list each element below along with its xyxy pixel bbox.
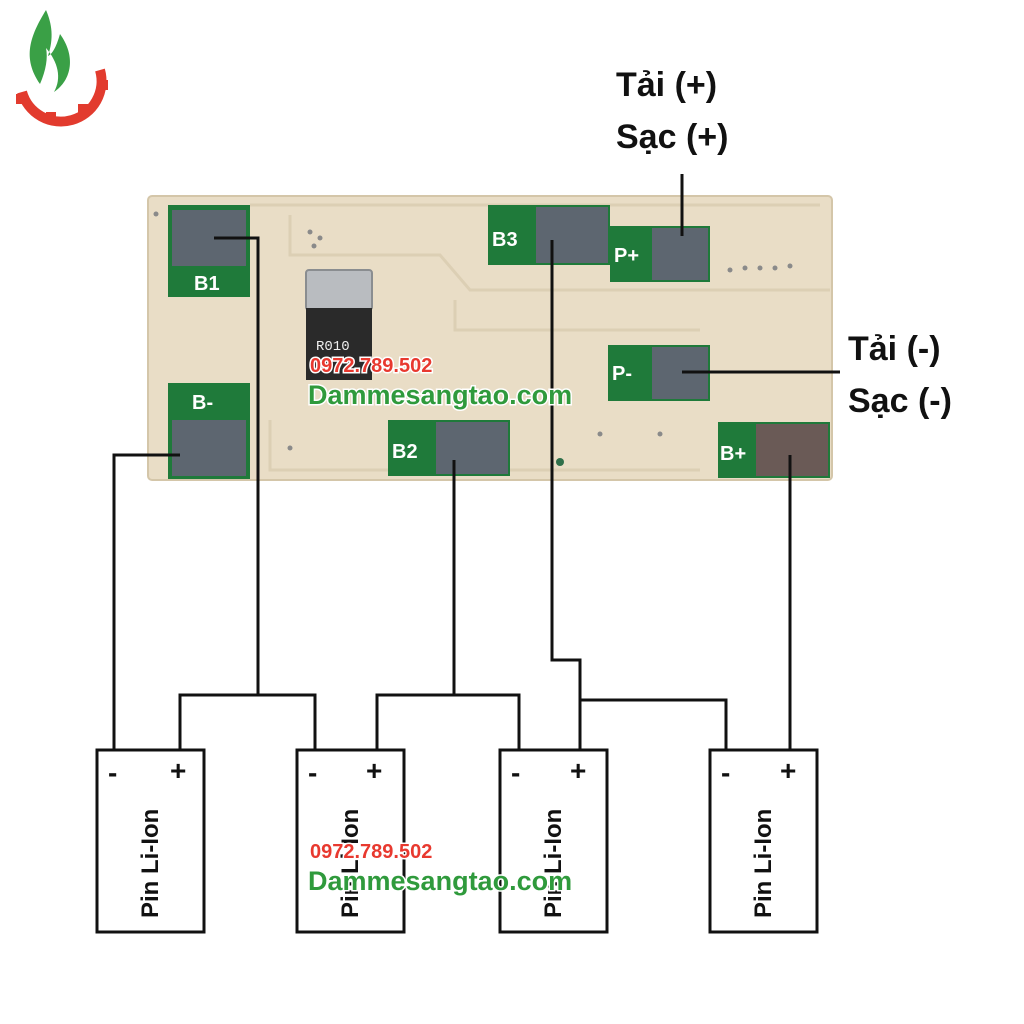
charge-plus-label: Sạc (+) (616, 118, 728, 156)
load-minus-label: Tải (-) (848, 330, 941, 368)
watermark-bottom: 0972.789.502 Dammesangtao.com (307, 840, 574, 898)
wire-b-minus (112, 453, 180, 750)
cell-3-minus: - (511, 757, 520, 788)
battery-cell-3: - + Pin Li-Ion (498, 748, 609, 934)
wire-b3 (550, 240, 582, 750)
pad-p-plus-label: P+ (614, 245, 639, 267)
output-labels: Tải (+) Sạc (+) Tải (-) Sạc (-) (616, 66, 952, 420)
cell-1-label: Pin Li-Ion (137, 809, 164, 918)
pad-b-minus-label: B- (192, 392, 213, 414)
pad-b3: B3 (488, 205, 610, 265)
pad-b-plus: B+ (718, 422, 830, 478)
cell-4-label: Pin Li-Ion (750, 809, 777, 918)
charge-minus-label: Sạc (-) (848, 382, 952, 420)
cell-3-plus: + (570, 755, 586, 786)
watermark-phone-bottom: 0972.789.502 (310, 841, 432, 863)
watermark-phone-top: 0972.789.502 (310, 355, 432, 377)
battery-cell-2: - + Pin Li-Ion (295, 748, 406, 934)
pad-p-minus-label: P- (612, 363, 632, 385)
wiring (112, 174, 840, 750)
watermark-top: 0972.789.502 Dammesangtao.com (307, 354, 574, 412)
wire-b1-cell2 (258, 693, 317, 750)
wire-b2 (375, 460, 456, 750)
pad-b2: B2 (388, 420, 510, 476)
watermark-site-top: Dammesangtao.com (308, 380, 572, 410)
pcb-vias (153, 211, 793, 466)
watermark-site-bottom: Dammesangtao.com (308, 866, 572, 896)
battery-cell-1: - + Pin Li-Ion (95, 748, 206, 934)
flame-gear-logo-icon (16, 10, 108, 127)
cell-1-plus: + (170, 755, 186, 786)
load-plus-label: Tải (+) (616, 66, 717, 104)
shunt-resistor: R010 (305, 269, 373, 380)
cell-1-minus: - (108, 757, 117, 788)
cell-3-label: Pin Li-Ion (540, 809, 567, 918)
wire-b2-cell3 (454, 693, 521, 750)
pad-p-plus: P+ (610, 226, 710, 282)
resistor-code: R010 (316, 339, 350, 355)
cell-2-minus: - (308, 757, 317, 788)
wire-b3-cell4 (580, 698, 728, 750)
pad-b1: B1 (168, 205, 250, 297)
cell-4-plus: + (780, 755, 796, 786)
battery-cell-4: - + Pin Li-Ion (708, 748, 819, 934)
pad-b2-label: B2 (392, 441, 418, 463)
pad-b-minus: B- (168, 383, 250, 479)
pad-b3-label: B3 (492, 229, 518, 251)
cell-2-plus: + (366, 755, 382, 786)
pad-b1-label: B1 (194, 273, 220, 295)
pad-b-plus-label: B+ (720, 443, 746, 465)
cell-4-minus: - (721, 757, 730, 788)
cell-2-label: Pin Li-Ion (337, 809, 364, 918)
